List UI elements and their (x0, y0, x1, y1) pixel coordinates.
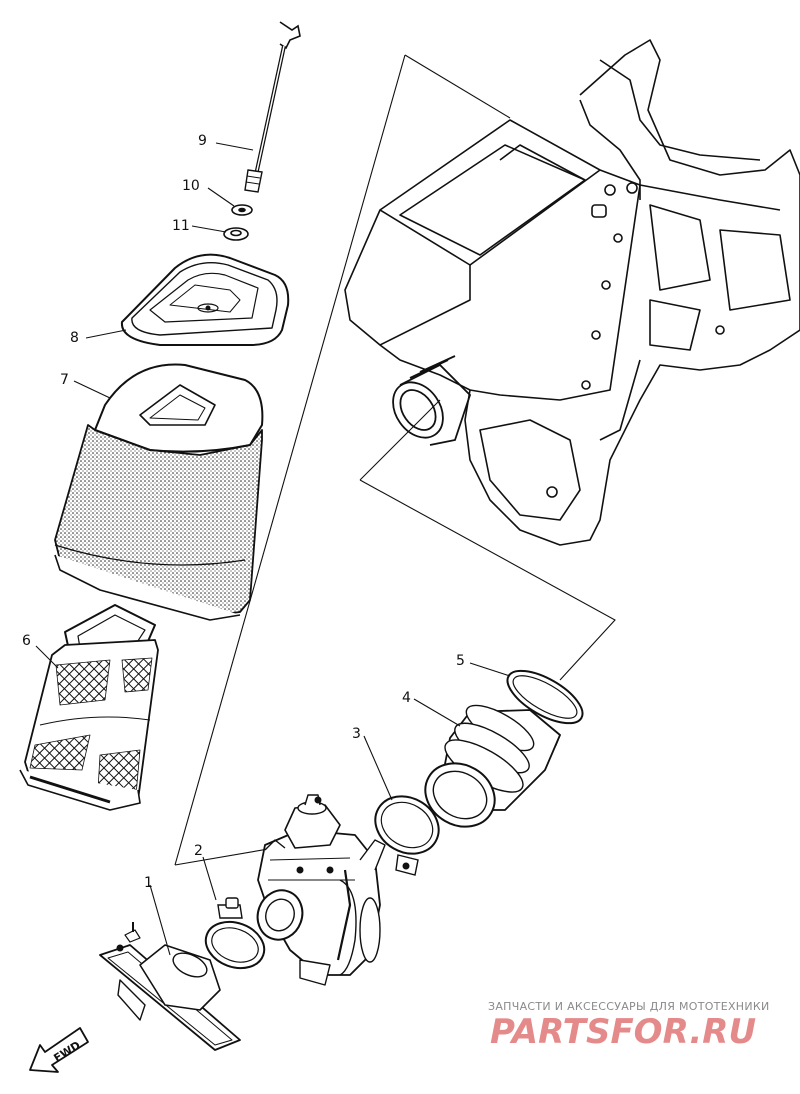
callout-3: 3 (352, 726, 361, 742)
leader-lines (35, 142, 511, 956)
callout-7: 7 (60, 372, 69, 388)
airbox-housing (344, 39, 800, 546)
part-3-clamp (374, 795, 440, 876)
callout-2: 2 (194, 843, 203, 859)
carburetor (256, 794, 386, 986)
callout-10: 10 (182, 178, 200, 194)
callout-1: 1 (144, 875, 153, 891)
part-8-filter-cap (120, 253, 290, 346)
part-6-filter-guide (19, 604, 159, 811)
fwd-arrow: FWD (29, 1027, 89, 1073)
part-4-intake-joint (424, 704, 561, 828)
part-10-washer (231, 204, 253, 216)
callout-8: 8 (70, 330, 79, 346)
watermark-logo-text: PARTSFOR.RU (490, 1012, 756, 1048)
callout-6: 6 (22, 633, 31, 649)
airbox-boot (392, 355, 472, 446)
part-1-manifold (99, 922, 241, 1051)
callout-11: 11 (172, 218, 190, 234)
part-7-foam-element (54, 363, 264, 621)
part-11-grommet (223, 227, 249, 241)
callout-4: 4 (402, 690, 411, 706)
watermark-tagline: ЗАПЧАСТИ И АКСЕССУАРЫ ДЛЯ МОТОТЕХНИКИ (488, 1000, 770, 1013)
callout-5: 5 (456, 653, 465, 669)
watermark-logo: PARTSFOR.RU (490, 1012, 756, 1048)
part-9-rod (244, 21, 301, 193)
callout-numbers: 9 10 11 8 7 6 5 4 3 2 1 (22, 133, 465, 891)
callout-9: 9 (198, 133, 207, 149)
part-2-clamp (204, 897, 266, 970)
